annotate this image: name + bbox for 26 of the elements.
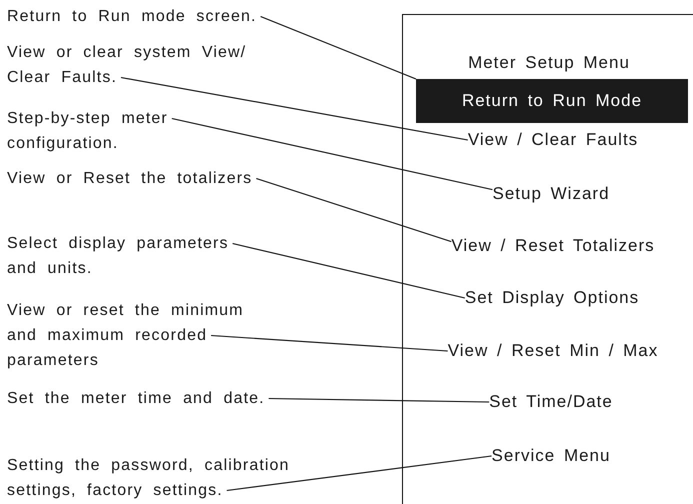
menu-item: View / Reset Min / Max	[448, 340, 658, 362]
description-text: View or reset the minimum and maximum recorded parameters	[7, 298, 269, 373]
menu-heading: Meter Setup Menu	[468, 52, 630, 74]
description-text: View or clear system View/ Clear Faults.	[7, 40, 282, 90]
leader-line	[268, 398, 490, 403]
menu-item: Setup Wizard	[492, 183, 610, 205]
menu-item: View / Clear Faults	[468, 129, 638, 151]
description-text: Select display parameters and units.	[7, 231, 265, 281]
description-text: View or Reset the totalizers	[7, 166, 252, 191]
leader-line	[172, 118, 493, 190]
leader-line	[260, 16, 416, 80]
description-text: Step-by-step meter configuration.	[7, 106, 207, 156]
leader-line	[211, 334, 448, 352]
highlighted-menu-item: Return to Run Mode	[416, 79, 688, 123]
menu-item: Service Menu	[492, 445, 610, 467]
menu-item: Set Display Options	[464, 287, 640, 309]
leader-line	[256, 178, 452, 242]
leader-line	[232, 242, 465, 299]
description-text: Set the meter time and date.	[7, 386, 265, 411]
menu-panel	[402, 14, 693, 504]
leader-line	[120, 76, 468, 141]
description-text: Setting the password, calibration settings, factory settings.	[7, 453, 325, 503]
leader-line	[226, 455, 492, 492]
menu-item: Set Time/Date	[489, 391, 613, 413]
description-text: Return to Run mode screen.	[7, 4, 257, 29]
menu-item: View / Reset Totalizers	[451, 235, 655, 257]
